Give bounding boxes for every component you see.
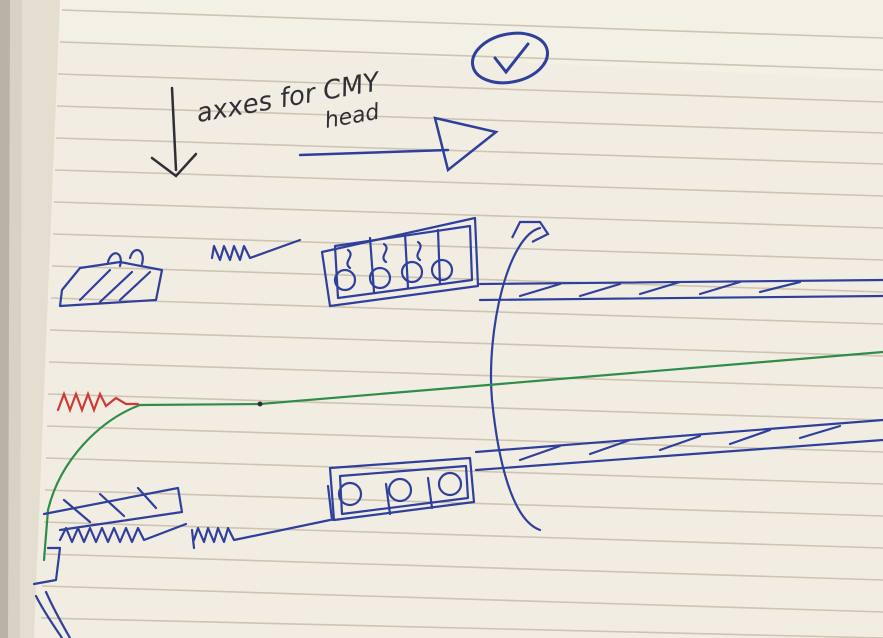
right-arrow-icon xyxy=(298,116,499,173)
check-circle-icon xyxy=(470,31,550,85)
upper-carriage-sketch xyxy=(58,216,883,308)
paper-highlight xyxy=(60,0,883,80)
lower-carriage-sketch xyxy=(32,418,883,638)
belt-pivot-dot xyxy=(257,401,263,407)
curved-guide-line xyxy=(489,226,542,532)
guide-hook xyxy=(511,220,550,243)
red-spring xyxy=(56,390,140,414)
paper-sheet xyxy=(34,0,883,638)
down-arrow-icon xyxy=(150,86,198,178)
